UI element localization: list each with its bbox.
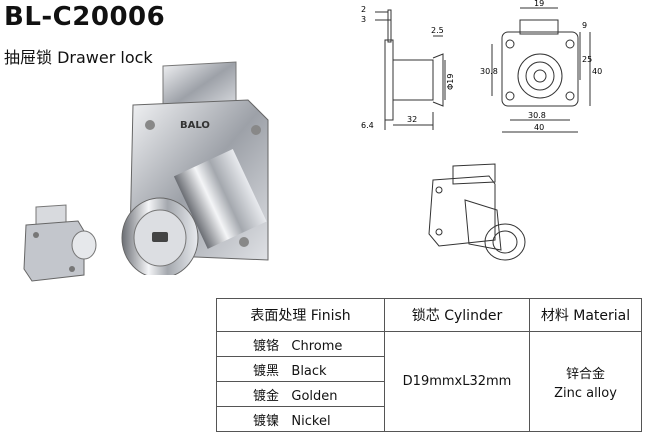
finish-nickel: 镀镍 Nickel bbox=[216, 406, 385, 432]
dim-phi19: Φ19 bbox=[446, 74, 455, 90]
dim-3: 3 bbox=[361, 15, 366, 24]
dim-25: 25 bbox=[582, 55, 592, 64]
dim-9: 9 bbox=[582, 21, 587, 30]
product-name: 抽屉锁 Drawer lock bbox=[4, 48, 153, 67]
table-row: 镀黑 Black bbox=[216, 356, 642, 382]
side-view-drawing: 2 3 2.5 Φ19 32 6.4 bbox=[361, 5, 455, 130]
dim-2: 2 bbox=[361, 5, 366, 14]
material-en: Zinc alloy bbox=[554, 385, 617, 401]
perspective-drawing bbox=[428, 163, 526, 261]
product-model: BL-C20006 bbox=[4, 2, 166, 32]
finish-golden: 镀金 Golden bbox=[216, 381, 385, 407]
dim-19: 19 bbox=[534, 0, 544, 8]
material-value: 锌合金 Zinc alloy bbox=[529, 331, 642, 432]
finish-chrome: 镀铬 Chrome bbox=[216, 331, 385, 357]
brand-mark: BALO bbox=[180, 120, 210, 131]
table-row: 镀镍 Nickel bbox=[216, 406, 642, 432]
dim-30-8-horz: 30.8 bbox=[528, 111, 546, 120]
dim-40-horz: 40 bbox=[534, 123, 544, 132]
dim-40-vert: 40 bbox=[592, 67, 602, 76]
front-view-drawing: 19 9 25 40 30.8 30.8 40 bbox=[480, 0, 602, 133]
spec-table: 表面处理 Finish 锁芯 Cylinder 材料 Material 镀铬 C… bbox=[216, 298, 642, 432]
strike-plate-photo bbox=[23, 204, 97, 282]
header-material: 材料 Material bbox=[529, 298, 642, 332]
table-row: 镀金 Golden bbox=[216, 381, 642, 407]
dim-30-8-vert: 30.8 bbox=[480, 67, 498, 76]
cylinder-value: D19mmxL32mm bbox=[384, 331, 530, 432]
dim-32: 32 bbox=[407, 115, 417, 124]
header-cylinder: 锁芯 Cylinder bbox=[384, 298, 530, 332]
dim-6-4: 6.4 bbox=[361, 121, 374, 130]
finish-black: 镀黑 Black bbox=[216, 356, 385, 382]
main-lock-photo: BALO bbox=[121, 61, 269, 275]
table-row: 镀铬 Chrome D19mmxL32mm 锌合金 Zinc alloy bbox=[216, 331, 642, 432]
spec-header-row: 表面处理 Finish 锁芯 Cylinder 材料 Material bbox=[216, 298, 642, 332]
dim-2-5: 2.5 bbox=[431, 26, 444, 35]
material-cn: 锌合金 bbox=[565, 366, 605, 382]
header-finish: 表面处理 Finish bbox=[216, 298, 385, 332]
